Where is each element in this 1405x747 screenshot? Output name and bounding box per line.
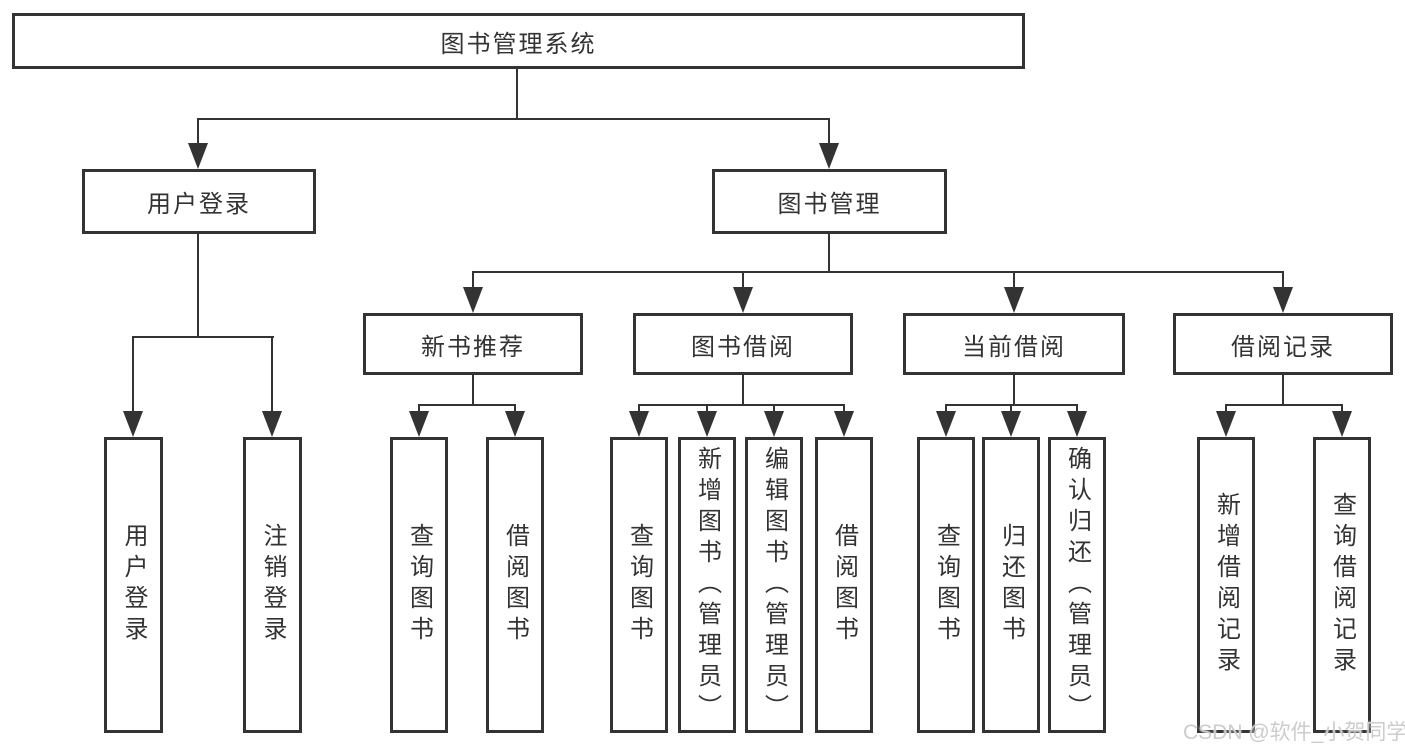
- node-current-borrow: 当前借阅: [903, 313, 1125, 375]
- leaf-label: 确认归还（管理员）: [1063, 445, 1091, 725]
- connector-br-drop-2: [1341, 404, 1343, 414]
- node-label: 新书推荐: [421, 333, 525, 361]
- node-book-borrow: 图书借阅: [633, 313, 853, 375]
- leaf-bb-add-book-admin: 新增图书（管理员）: [678, 437, 736, 733]
- connector-bb-stem: [742, 375, 744, 406]
- leaf-br-add-record: 新增借阅记录: [1197, 437, 1255, 733]
- arrow-to-new-book-recommend: [463, 287, 483, 313]
- arrow-to-bb-query-book: [629, 411, 649, 437]
- connector-bb-drop-4: [843, 404, 845, 414]
- arrow-to-user-login: [188, 143, 208, 169]
- leaf-bb-edit-book-admin: 编辑图书（管理员）: [745, 437, 803, 733]
- arrow-to-br-query-record: [1332, 411, 1352, 437]
- leaf-cb-query-book: 查询图书: [917, 437, 975, 733]
- arrow-to-bb-add-book: [697, 411, 717, 437]
- connector-root-right-drop: [828, 118, 830, 146]
- connector-book-mgmt-drop-3: [1013, 271, 1015, 289]
- connector-bb-drop-3: [773, 404, 775, 414]
- arrow-to-br-add-record: [1216, 411, 1236, 437]
- node-label: 借阅记录: [1231, 333, 1335, 361]
- leaf-label: 新增图书（管理员）: [693, 445, 721, 725]
- leaf-cb-return-book: 归还图书: [982, 437, 1040, 733]
- node-new-book-recommend: 新书推荐: [363, 313, 583, 375]
- connector-book-mgmt-drop-4: [1282, 271, 1284, 289]
- node-book-management: 图书管理: [712, 169, 947, 234]
- leaf-label: 借阅图书: [501, 523, 529, 647]
- leaf-label: 查询借阅记录: [1328, 492, 1356, 678]
- connector-bb-rail: [638, 404, 845, 406]
- connector-book-mgmt-drop-1: [472, 271, 474, 289]
- connector-br-drop-1: [1225, 404, 1227, 414]
- leaf-label: 用户登录: [120, 523, 147, 647]
- connector-book-mgmt-drop-2: [742, 271, 744, 289]
- connector-br-rail: [1225, 404, 1343, 406]
- connector-cb-drop-3: [1076, 404, 1078, 414]
- node-label: 图书管理: [777, 191, 882, 218]
- leaf-label: 查询图书: [405, 523, 433, 647]
- leaf-br-query-record: 查询借阅记录: [1313, 437, 1371, 733]
- connector-bb-drop-2: [706, 404, 708, 414]
- connector-nb-drop-1: [418, 404, 420, 414]
- connector-book-mgmt-stem: [828, 234, 830, 273]
- leaf-label: 归还图书: [997, 523, 1025, 647]
- connector-user-login-stem: [197, 234, 199, 338]
- arrow-to-cb-confirm-return: [1067, 411, 1087, 437]
- node-user-login: 用户登录: [82, 169, 316, 234]
- leaf-bb-borrow-book: 借阅图书: [815, 437, 873, 733]
- connector-book-mgmt-rail: [472, 271, 1284, 273]
- leaf-label: 借阅图书: [830, 523, 858, 647]
- leaf-label: 查询图书: [932, 523, 960, 647]
- arrow-to-nb-query-book: [409, 411, 429, 437]
- connector-cb-stem: [1013, 375, 1015, 406]
- node-label: 图书借阅: [691, 333, 795, 361]
- connector-root-rail: [197, 118, 830, 120]
- connector-user-login-drop-1: [132, 336, 134, 414]
- arrow-to-leaf-logout: [262, 411, 282, 437]
- leaf-logout-login: 注销登录: [243, 437, 302, 733]
- connector-root-stem: [516, 69, 518, 119]
- leaf-bb-query-book: 查询图书: [610, 437, 668, 733]
- arrow-to-current-borrow: [1004, 287, 1024, 313]
- connector-cb-drop-2: [1010, 404, 1012, 414]
- arrow-to-book-management: [819, 143, 839, 169]
- connector-cb-drop-1: [945, 404, 947, 414]
- arrow-to-cb-query-book: [936, 411, 956, 437]
- connector-user-login-drop-2: [271, 336, 273, 414]
- leaf-nb-borrow-book: 借阅图书: [486, 437, 544, 733]
- node-label: 用户登录: [147, 191, 251, 218]
- connector-nb-drop-2: [514, 404, 516, 414]
- arrow-to-nb-borrow-book: [505, 411, 525, 437]
- leaf-label: 查询图书: [625, 523, 653, 647]
- arrow-to-borrow-record: [1273, 287, 1293, 313]
- leaf-label: 编辑图书（管理员）: [760, 445, 788, 725]
- arrow-to-cb-return-book: [1001, 411, 1021, 437]
- connector-bb-drop-1: [638, 404, 640, 414]
- arrow-to-bb-borrow-book: [834, 411, 854, 437]
- leaf-nb-query-book: 查询图书: [390, 437, 448, 733]
- node-label: 当前借阅: [962, 333, 1066, 361]
- arrow-to-bb-edit-book: [764, 411, 784, 437]
- connector-nb-rail: [418, 404, 516, 406]
- node-library-management-system: 图书管理系统: [12, 13, 1025, 69]
- arrow-to-leaf-user-login: [123, 411, 143, 437]
- connector-nb-stem: [472, 375, 474, 406]
- node-label: 图书管理系统: [440, 30, 597, 58]
- connector-br-stem: [1282, 375, 1284, 406]
- connector-root-left-drop: [197, 118, 199, 146]
- leaf-label: 新增借阅记录: [1212, 492, 1240, 678]
- csdn-watermark: CSDN @软件_小贺同学: [1183, 721, 1405, 744]
- leaf-user-login: 用户登录: [104, 437, 163, 733]
- connector-user-login-rail: [132, 336, 274, 338]
- arrow-to-book-borrow: [733, 287, 753, 313]
- leaf-label: 注销登录: [259, 523, 286, 647]
- leaf-cb-confirm-return-admin: 确认归还（管理员）: [1048, 437, 1106, 733]
- node-borrow-record: 借阅记录: [1173, 313, 1393, 375]
